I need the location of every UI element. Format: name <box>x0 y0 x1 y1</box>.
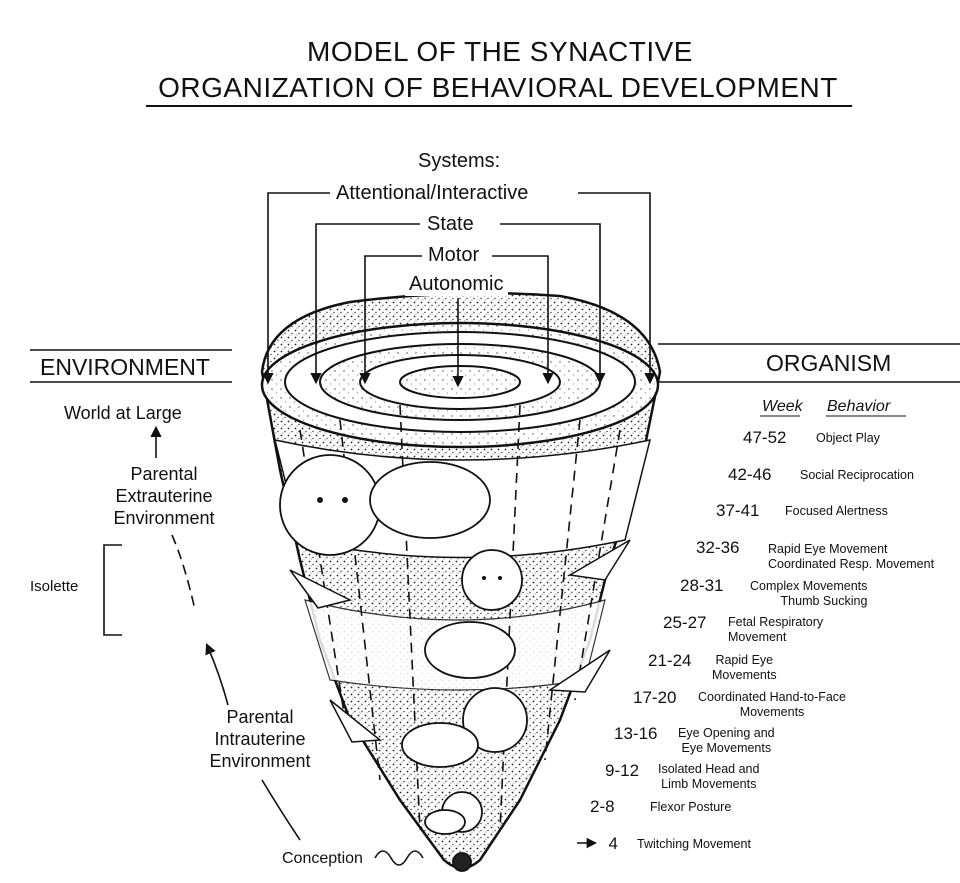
world-at-large: World at Large <box>64 403 182 423</box>
behavior-fetal-respiratory: Fetal Respiratory Movement <box>728 615 824 644</box>
behavior-rapid-eye: Rapid Eye Movements <box>712 653 777 682</box>
behavior-complex-movements: Complex Movements Thumb Sucking <box>750 579 868 608</box>
behavior-flexor-posture: Flexor Posture <box>650 800 732 814</box>
environment-heading: ENVIRONMENT <box>40 354 210 380</box>
behavior-focused-alertness: Focused Alertness <box>785 504 888 518</box>
behavior-object-play: Object Play <box>816 431 880 445</box>
cone-notches <box>289 539 631 743</box>
extrauterine-label: Parental Extrauterine Environment <box>113 464 215 528</box>
systems-heading: Systems: <box>414 150 505 173</box>
behavior-hand-to-face: Coordinated Hand-to-Face Movements <box>698 690 846 719</box>
behavior-social-reciprocation: Social Reciprocation <box>800 468 914 482</box>
isolette-label: Isolette <box>30 578 79 595</box>
week-37-41: 37-41 <box>716 501 760 520</box>
week-column-header: Week <box>762 398 803 415</box>
organism-heading: ORGANISM <box>766 350 892 376</box>
motor-arrow-right <box>492 255 554 385</box>
behavior-twitching-movement: Twitching Movement <box>637 837 751 851</box>
attentional-arrow <box>262 192 330 385</box>
system-state: State <box>423 213 478 236</box>
system-attentional: Attentional/Interactive <box>332 182 533 205</box>
system-autonomic: Autonomic <box>405 273 508 296</box>
infant-figures <box>279 454 528 872</box>
behavior-column-header: Behavior <box>827 398 891 415</box>
system-motor: Motor <box>424 244 484 267</box>
state-arrow-right <box>500 223 606 385</box>
conception-label: Conception <box>282 850 363 867</box>
arrow-extrauterine <box>171 534 196 611</box>
week-25-27: 25-27 <box>663 613 707 632</box>
title-line-2: ORGANIZATION OF BEHAVIORAL DEVELOPMENT <box>158 72 838 103</box>
week-17-20: 17-20 <box>633 688 677 707</box>
behavior-rapid-eye-movement: Rapid Eye Movement Coordinated Resp. Mov… <box>768 542 935 571</box>
week-4: →44 <box>608 834 618 853</box>
isolette-bracket <box>103 544 122 636</box>
week-42-46: 42-46 <box>728 465 772 484</box>
week-2-8: 2-8 <box>590 797 615 816</box>
week-21-24: 21-24 <box>648 651 692 670</box>
ring-autonomic <box>399 365 521 399</box>
attentional-arrow-right <box>578 192 656 385</box>
title-line-1: MODEL OF THE SYNACTIVE <box>307 36 693 67</box>
arrow-intrauterine <box>205 642 229 706</box>
behavior-eye-opening: Eye Opening and Eye Movements <box>678 726 775 755</box>
arrow-conception <box>261 779 301 841</box>
week-13-16: 13-16 <box>614 724 658 743</box>
week-9-12: 9-12 <box>605 761 640 780</box>
conception-squiggle <box>374 850 424 866</box>
infant-features <box>317 497 502 580</box>
week-28-31: 28-31 <box>680 576 724 595</box>
motor-arrow <box>359 255 422 385</box>
state-arrow <box>310 223 420 385</box>
week-47-52: 47-52 <box>743 428 787 447</box>
intrauterine-label: Parental Intrauterine Environment <box>209 707 311 771</box>
behavior-isolated-head-limb: Isolated Head and Limb Movements <box>658 762 760 791</box>
week-32-36: 32-36 <box>696 538 740 557</box>
